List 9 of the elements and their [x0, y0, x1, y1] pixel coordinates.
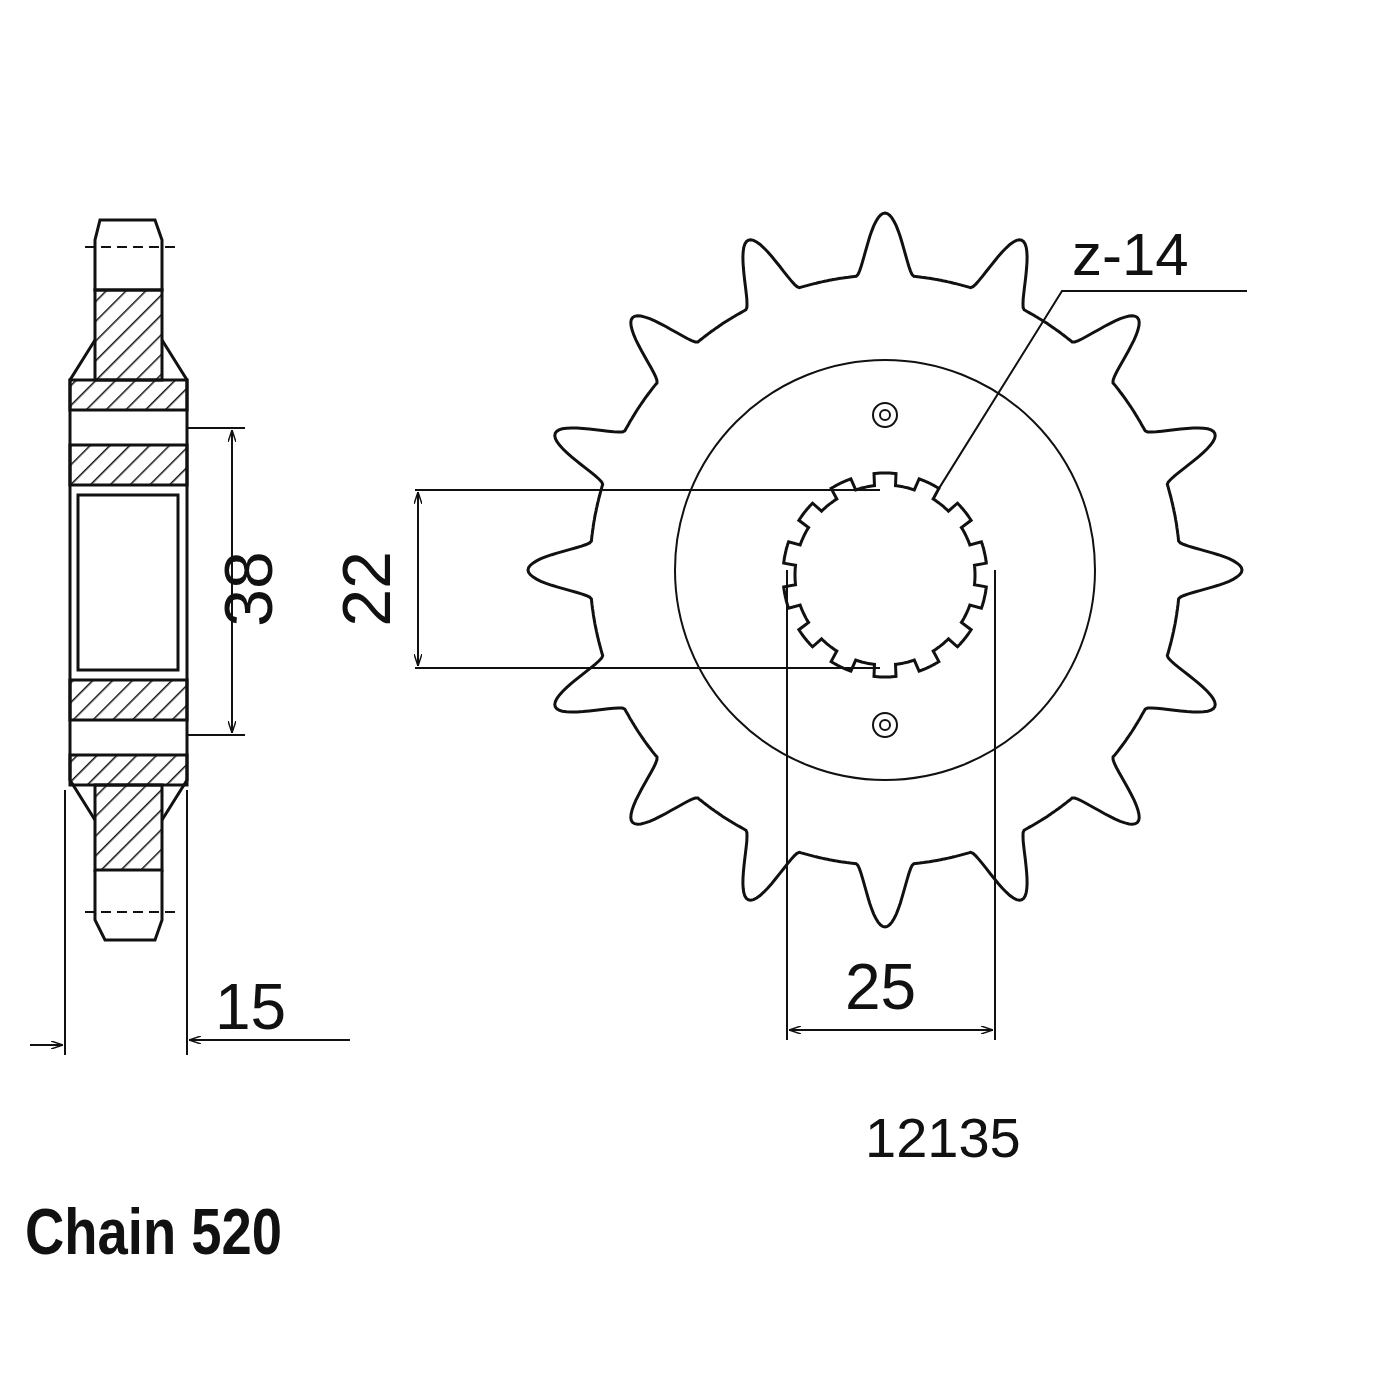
chain-size-label: Chain 520: [25, 1200, 282, 1264]
dimension-label: 22: [331, 551, 400, 627]
leader-line: [936, 290, 1248, 492]
tooth-count-label: z-14: [1062, 225, 1247, 291]
dimension-label: 38: [213, 551, 282, 627]
dimension-label: 25: [845, 955, 917, 1019]
part-number: 12135: [865, 1110, 1021, 1166]
dimension-label: 15: [215, 975, 287, 1039]
splined-bore: [782, 471, 988, 679]
